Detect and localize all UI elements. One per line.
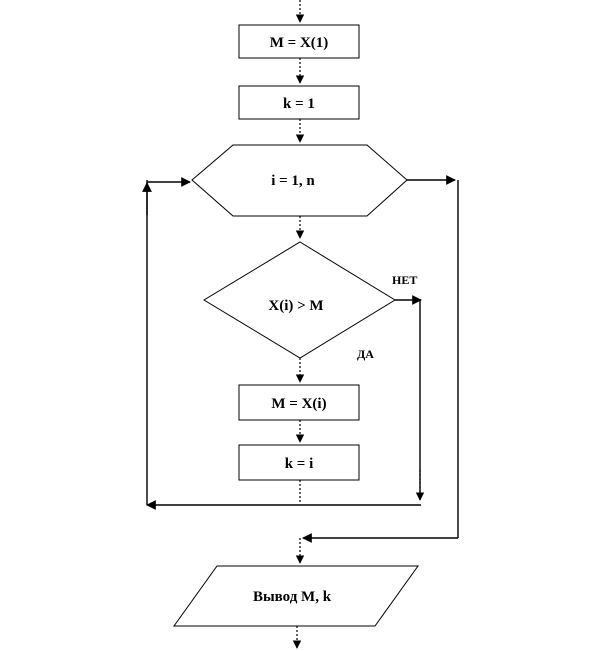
loop-label: i = 1, n [271, 173, 315, 189]
output-parallelogram: Вывод M, k [173, 565, 419, 627]
process-update-index: k = i [238, 444, 360, 481]
branch-yes-label: ДА [357, 347, 374, 361]
process-init-index: k = 1 [238, 85, 360, 120]
process-init-max: M = X(1) [238, 24, 360, 59]
process-update-max-label: M = X(i) [271, 396, 326, 412]
branch-no-label: НЕТ [392, 273, 417, 287]
process-update-index-label: k = i [285, 456, 314, 472]
output-label: Вывод M, k [253, 589, 332, 605]
process-init-max-label: M = X(1) [270, 35, 329, 51]
condition-label: X(i) > M [268, 298, 323, 314]
process-init-index-label: k = 1 [283, 96, 315, 112]
loop-hexagon: i = 1, n [191, 144, 408, 217]
condition-diamond: X(i) > M [203, 241, 396, 359]
process-update-max: M = X(i) [238, 384, 360, 421]
connector-no-branch [395, 299, 421, 500]
